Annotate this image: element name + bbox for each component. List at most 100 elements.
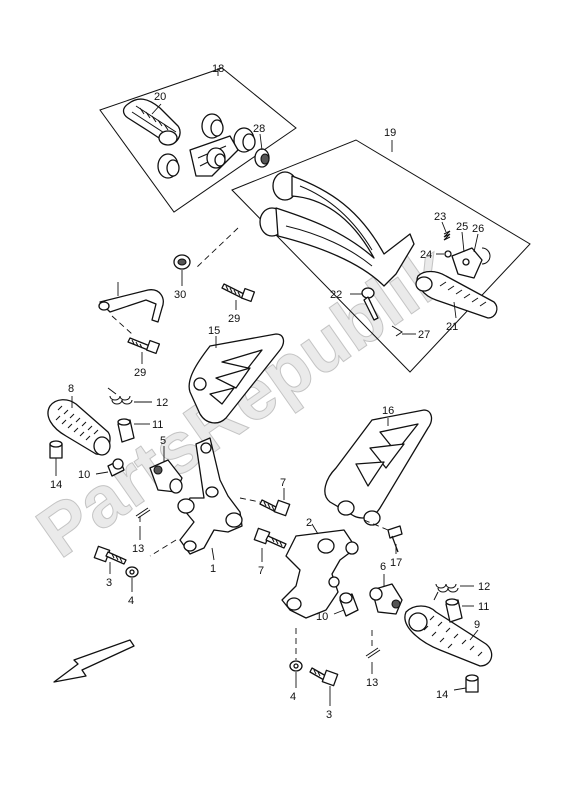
screw-17 xyxy=(387,525,403,553)
dash-7a xyxy=(239,497,261,503)
front-direction-arrow xyxy=(53,639,135,683)
washer-4-right xyxy=(289,660,303,672)
washer-24 xyxy=(444,250,452,258)
footrest-bracket-2 xyxy=(281,529,359,619)
callout-5: 5 xyxy=(160,435,166,447)
callout-19: 19 xyxy=(384,127,396,139)
callout-9: 9 xyxy=(474,619,480,631)
pivot-5 xyxy=(149,459,183,494)
callout-18: 18 xyxy=(212,63,224,75)
leader-1 xyxy=(211,547,215,561)
pivot-6 xyxy=(369,583,403,615)
bolt-3-right xyxy=(309,667,339,687)
callout-20: 20 xyxy=(154,91,166,103)
dash-1-to-bolt xyxy=(149,539,177,557)
pin-10-right xyxy=(339,592,359,617)
callout-15: 15 xyxy=(208,325,220,337)
callout-8: 8 xyxy=(68,383,74,395)
kit-19-group xyxy=(195,139,531,373)
footpeg-8 xyxy=(47,399,111,456)
callout-21: 21 xyxy=(446,321,458,333)
cotter-13-right xyxy=(365,647,381,659)
spring-12-right xyxy=(433,583,459,601)
leader-2 xyxy=(311,523,319,535)
bolt-3-left xyxy=(93,545,127,565)
kit-18-group xyxy=(99,67,297,213)
leader-21 xyxy=(453,301,457,319)
bolt-7-lower xyxy=(253,527,287,549)
leader-26 xyxy=(473,233,479,253)
footrest-bracket-1 xyxy=(177,437,243,555)
dash-bracket-to-29 xyxy=(111,315,133,335)
callout-29-lower: 29 xyxy=(134,367,146,379)
callout-12-right: 12 xyxy=(478,581,490,593)
watermark: PartsRepublik xyxy=(23,229,467,574)
leader-14b xyxy=(453,687,467,691)
callout-7-upper: 7 xyxy=(280,477,286,489)
spacer-11-right xyxy=(445,598,463,623)
kit-18-frame xyxy=(99,67,297,213)
plate-26 xyxy=(451,247,491,279)
leader-9 xyxy=(469,629,479,641)
dash-kit-to-30 xyxy=(195,227,239,269)
clip-27 xyxy=(391,325,403,337)
callout-28: 28 xyxy=(253,123,265,135)
footpeg-9 xyxy=(404,605,493,667)
leader-28 xyxy=(259,133,263,151)
callout-6: 6 xyxy=(380,561,386,573)
callout-22: 22 xyxy=(330,289,342,301)
spring-12-left xyxy=(107,387,133,405)
callout-14-right: 14 xyxy=(436,689,448,701)
callout-11-left: 11 xyxy=(152,419,163,431)
damper-set xyxy=(157,113,256,179)
callout-25: 25 xyxy=(456,221,468,233)
collar-30 xyxy=(173,254,191,270)
dash-16-to-17 xyxy=(363,519,389,531)
callout-23: 23 xyxy=(434,211,446,223)
callout-11-right: 11 xyxy=(478,601,489,613)
leader-10b xyxy=(333,609,345,615)
nut-14-right xyxy=(465,674,479,693)
callout-10-left: 10 xyxy=(78,469,90,481)
washer-4-left xyxy=(125,566,139,578)
pin-10-left xyxy=(107,458,125,477)
kit-19-frame xyxy=(231,139,531,373)
callout-17: 17 xyxy=(390,557,402,569)
leader-10a xyxy=(95,471,109,475)
callout-2: 2 xyxy=(306,517,312,529)
rear-bracket-19 xyxy=(259,171,415,287)
callout-labels: 18 20 28 19 23 25 26 24 22 27 21 30 29 2… xyxy=(50,63,490,721)
callout-4-left: 4 xyxy=(128,595,134,607)
bolt-7-upper xyxy=(259,499,291,517)
bolt-29-upper xyxy=(221,283,256,303)
footpeg-20 xyxy=(122,98,181,146)
leader-25 xyxy=(461,231,465,253)
callout-12-left: 12 xyxy=(156,397,168,409)
bolt-29-lower xyxy=(127,337,161,355)
collar-28 xyxy=(254,148,270,168)
callout-13-left: 13 xyxy=(132,543,144,555)
spacer-11-left xyxy=(117,418,135,443)
callout-29-upper: 29 xyxy=(228,313,240,325)
callout-4-right: 4 xyxy=(290,691,296,703)
leader-20 xyxy=(151,103,162,115)
callout-14-left: 14 xyxy=(50,479,62,491)
callout-30: 30 xyxy=(174,289,186,301)
watermark-text: PartsRepublik xyxy=(23,229,466,573)
callout-16: 16 xyxy=(382,405,394,417)
leader-23 xyxy=(441,221,447,233)
heel-guard-bracket xyxy=(98,282,164,323)
callout-13-right: 13 xyxy=(366,677,378,689)
nut-14-left xyxy=(49,440,63,459)
callout-3-right: 3 xyxy=(326,709,332,721)
callout-26: 26 xyxy=(472,223,484,235)
heel-guard-15 xyxy=(188,333,285,424)
footpeg-21 xyxy=(415,270,498,319)
callout-7-lower: 7 xyxy=(258,565,264,577)
callout-24: 24 xyxy=(420,249,432,261)
callout-1: 1 xyxy=(210,563,216,575)
spring-23 xyxy=(443,230,451,241)
callout-27: 27 xyxy=(418,329,430,341)
pin-22 xyxy=(361,287,379,321)
